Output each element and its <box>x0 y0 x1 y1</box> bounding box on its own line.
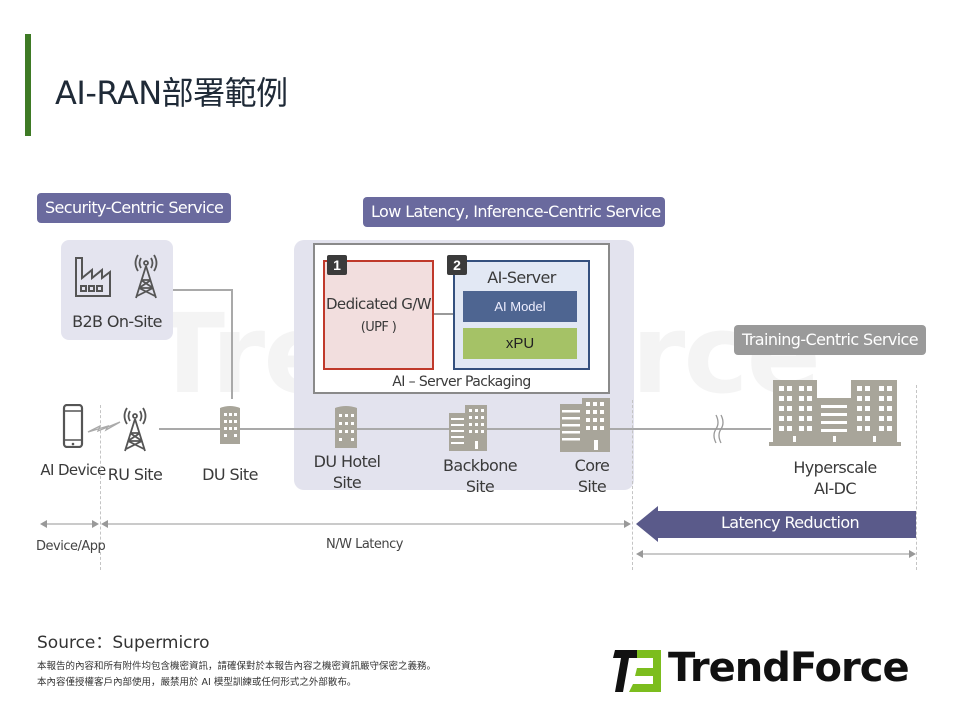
disclaimer-line-1: 本報告的內容和所有附件均包含機密資訊，請確保對於本報告內容之機密資訊嚴守保密之義… <box>37 661 437 672</box>
line-break-icon <box>713 414 724 444</box>
ai-server-packaging-label: AI – Server Packaging <box>392 374 531 390</box>
trendforce-logo-text: TrendForce <box>668 645 910 691</box>
ru-site-label: RU Site <box>107 465 163 484</box>
hyperscale-label-line1: Hyperscale <box>793 458 877 477</box>
ai-model-block: AI Model <box>463 291 577 322</box>
low-latency-service-label: Low Latency, Inference-Centric Service <box>363 197 665 227</box>
training-centric-service-label: Training-Centric Service <box>734 325 926 355</box>
training-span-arrow <box>636 550 916 558</box>
ru-cell-tower-icon <box>123 407 147 452</box>
du-building-icon <box>220 406 240 444</box>
trendforce-logo-icon <box>613 650 661 692</box>
step-2-badge: 2 <box>447 255 467 275</box>
dedicated-gateway-title: Dedicated G/W <box>325 295 432 313</box>
step-1-badge: 1 <box>327 255 347 275</box>
nw-latency-span-label: N/W Latency <box>326 537 403 552</box>
du-hotel-building-icon <box>335 406 357 448</box>
core-boundary-guide <box>632 400 633 570</box>
device-app-span-label: Device/App <box>36 539 106 554</box>
latency-reduction-label: Latency Reduction <box>720 513 860 532</box>
page-title: AI-RAN部署範例 <box>55 74 288 112</box>
gateway-to-server-link <box>434 313 453 315</box>
wireless-signal-icon <box>87 421 121 433</box>
cell-tower-icon <box>134 254 158 299</box>
factory-icon <box>75 257 111 297</box>
dc-boundary-guide <box>916 385 917 570</box>
xpu-block: xPU <box>463 328 577 359</box>
disclaimer-line-2: 本內容僅授權客戶內部使用，嚴禁用於 AI 模型訓練或任何形式之外部散布。 <box>37 677 357 688</box>
du-site-label: DU Site <box>202 465 258 484</box>
security-centric-service-label: Security-Centric Service <box>37 193 232 223</box>
source-label: Source：Supermicro <box>37 633 210 653</box>
device-boundary-guide <box>100 405 101 570</box>
span-arrows <box>40 520 631 528</box>
hyperscale-datacenter-icon <box>769 380 901 446</box>
ai-device-label: AI Device <box>40 461 106 479</box>
dedicated-gateway-box <box>323 260 434 370</box>
b2b-connector-h <box>173 289 233 291</box>
backbone-label-line1: Backbone <box>443 456 518 475</box>
dedicated-gateway-subtitle: (UPF ) <box>360 320 397 335</box>
core-label-line2: Site <box>577 477 607 496</box>
latency-reduction-arrow <box>636 506 916 542</box>
hyperscale-label-line2: AI-DC <box>814 479 857 498</box>
title-accent-bar <box>25 34 31 136</box>
du-hotel-label-line2: Site <box>332 473 362 492</box>
core-label-line1: Core <box>574 456 610 475</box>
b2b-connector-v <box>231 289 233 399</box>
core-towers-icon <box>560 398 610 452</box>
ai-server-title: AI-Server <box>487 268 556 287</box>
smartphone-icon <box>62 404 84 448</box>
backbone-label-line2: Site <box>465 477 495 496</box>
b2b-on-site-label: B2B On-Site <box>72 312 162 331</box>
du-hotel-label-line1: DU Hotel <box>313 452 381 471</box>
backbone-towers-icon <box>449 405 487 451</box>
